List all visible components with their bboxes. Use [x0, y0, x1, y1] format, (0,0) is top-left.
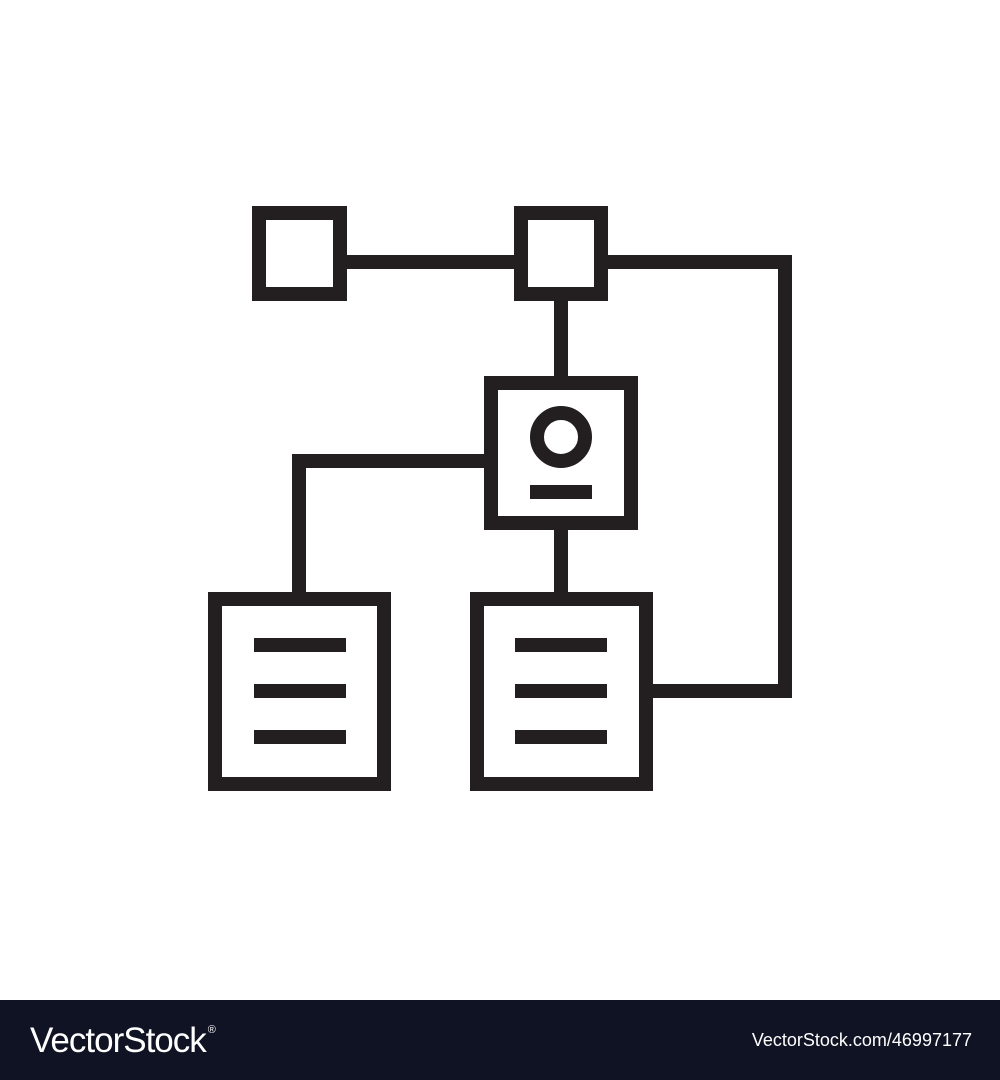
- user-avatar-icon: [530, 406, 592, 468]
- bottom-left-document-node: [208, 592, 391, 791]
- workflow-flowchart-icon: [208, 206, 792, 791]
- diagram-canvas: [208, 206, 792, 791]
- top-left-square-node: [252, 206, 347, 301]
- bottom-right-document-node: [470, 592, 653, 791]
- brand-name: VectorStock: [30, 1020, 207, 1060]
- image-id-label: VectorStock.com/46997177: [751, 1030, 972, 1050]
- connector-user-card-to-bottom-left-document: [292, 454, 488, 596]
- connector-top-center-to-bottom-right-document: [604, 255, 792, 698]
- watermark-footer: VectorStock ® VectorStock.com/46997177: [0, 1000, 1000, 1080]
- top-center-square-node: [514, 206, 608, 301]
- registered-mark: ®: [207, 1023, 216, 1036]
- user-card-node: [484, 376, 638, 530]
- vectorstock-logo: VectorStock ®: [30, 1023, 216, 1058]
